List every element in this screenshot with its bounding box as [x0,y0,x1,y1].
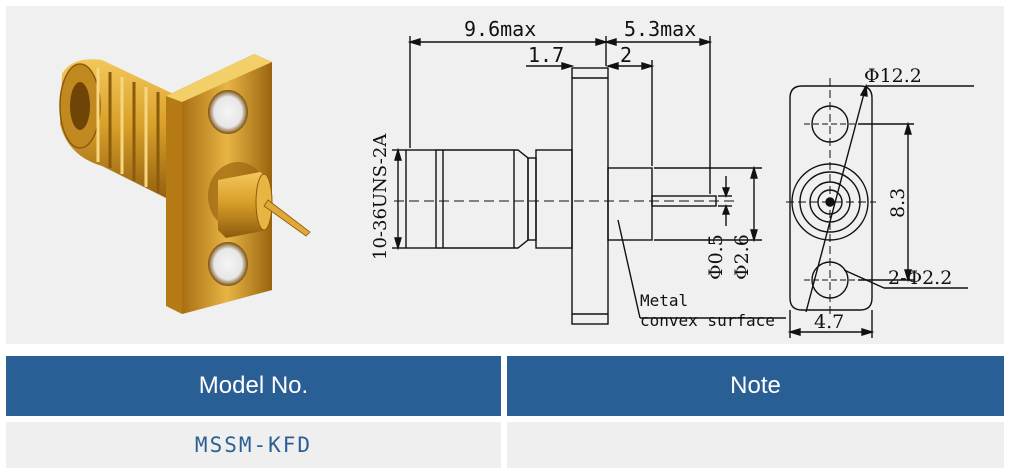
front-view-drawing [786,78,974,338]
stub-side [607,167,653,241]
header-model-no: Model No. [6,356,501,416]
connector-render [59,54,311,314]
stub-and-pin [218,172,311,238]
drawing-canvas: 9.6max 5.3max 1.7 2 10-36UNS-2A Φ0.5 Φ2.… [59,17,974,338]
dim-hole-dia: 2-Φ2.2 [888,267,952,289]
dim-hole-spacing: 8.3 [887,188,909,218]
flange-hole-top [208,90,248,134]
flange-hole-bottom [208,242,248,286]
dim-stub-dia: Φ2.6 [731,234,753,280]
dim-flange-face: 4.7 [814,311,844,333]
side-view-drawing [392,36,786,325]
flange-front [789,85,873,311]
barrel-tip [405,149,437,249]
dim-thread: 10-36UNS-2A [370,133,391,260]
cell-note [507,422,1004,468]
cell-model-no: MSSM-KFD [6,422,501,468]
dimension-labels: 9.6max 5.3max 1.7 2 10-36UNS-2A Φ0.5 Φ2.… [370,17,952,333]
note-convex-surface: convex surface [640,311,775,330]
threaded-barrel [59,59,182,206]
dim-stub: 2 [620,43,632,67]
dim-pin-length: 5.3max [624,17,696,41]
dim-pin-dia: Φ0.5 [705,234,727,280]
product-figure: 9.6max 5.3max 1.7 2 10-36UNS-2A Φ0.5 Φ2.… [6,6,1004,344]
header-note: Note [507,356,1004,416]
flange-side [571,67,609,325]
dim-flange-width: 1.7 [528,43,564,67]
dim-body-length: 9.6max [464,17,536,41]
dim-flange-dia: Φ12.2 [864,65,922,87]
note-metal: Metal [640,291,688,310]
